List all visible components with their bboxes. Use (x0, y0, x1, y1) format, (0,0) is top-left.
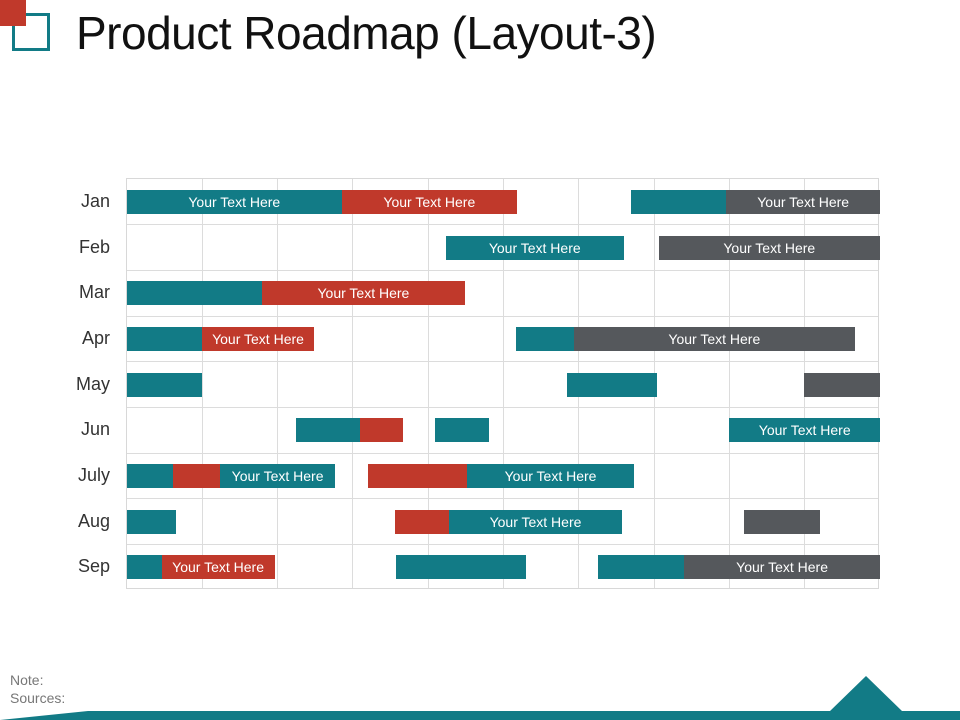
roadmap-bar (296, 418, 361, 443)
sources-label: Sources: (10, 690, 66, 706)
grid-vline (728, 179, 730, 588)
grid-vline (427, 179, 429, 588)
roadmap-bar (803, 372, 880, 397)
grid-vline (503, 179, 504, 588)
row-label-feb: Feb (78, 236, 110, 257)
grid-hline (127, 543, 878, 545)
roadmap-bar (127, 326, 203, 351)
row-label-mar: Mar (79, 282, 110, 303)
roadmap-bar: Your Text Here (726, 189, 880, 214)
roadmap-bar: Your Text Here (449, 509, 622, 534)
row-label-apr: Apr (81, 327, 110, 348)
grid-vline (201, 179, 203, 588)
row-label-aug: Aug (77, 510, 110, 531)
roadmap-bar (360, 418, 403, 443)
footer-triangle-icon (829, 676, 903, 712)
grid-hline (127, 269, 878, 271)
roadmap-bar (127, 463, 173, 488)
row-label-jan: Jan (80, 190, 110, 211)
row-label-jun: Jun (80, 419, 110, 440)
roadmap-bar (127, 509, 176, 534)
note-label: Note: (10, 672, 44, 688)
roadmap-bar: Your Text Here (220, 463, 335, 488)
roadmap-bar (515, 326, 574, 351)
roadmap-bar: Your Text Here (261, 281, 466, 306)
corner-accent-icon (0, 0, 26, 26)
roadmap-bar: Your Text Here (161, 555, 275, 580)
grid-hline (127, 498, 878, 500)
roadmap-bar: Your Text Here (127, 189, 342, 214)
roadmap-bar: Your Text Here (658, 235, 880, 260)
grid-hline (127, 315, 878, 317)
roadmap-bar (566, 372, 658, 397)
grid-hline (127, 361, 878, 363)
row-label-sep: Sep (77, 556, 110, 577)
row-label-july: July (77, 464, 110, 485)
roadmap-bar: Your Text Here (729, 418, 880, 443)
grid-hline (127, 224, 878, 226)
roadmap-bar: Your Text Here (684, 555, 880, 580)
roadmap-bar: Your Text Here (202, 326, 314, 351)
roadmap-bar: Your Text Here (341, 189, 518, 214)
roadmap-bar (395, 509, 450, 534)
corner-square-icon (12, 13, 50, 51)
roadmap-bar (598, 555, 685, 580)
roadmap-bar (172, 463, 221, 488)
roadmap-bar: Your Text Here (467, 463, 634, 488)
roadmap-bar (127, 555, 162, 580)
page-title: Product Roadmap (Layout-3) (76, 7, 657, 59)
roadmap-bar (434, 418, 490, 443)
roadmap-bar (744, 509, 820, 534)
grid-vline (352, 179, 354, 588)
roadmap-bar (127, 281, 262, 306)
roadmap-bar (630, 189, 727, 214)
grid-hline (127, 452, 878, 454)
row-label-may: May (75, 373, 110, 394)
grid-vline (277, 179, 279, 588)
footer-band (0, 711, 960, 720)
roadmap-bar (127, 372, 202, 397)
roadmap-bar (367, 463, 468, 488)
roadmap-bar (395, 555, 527, 580)
grid-hline (127, 406, 878, 408)
roadmap-bar: Your Text Here (573, 326, 856, 351)
roadmap-bar: Your Text Here (445, 235, 624, 260)
